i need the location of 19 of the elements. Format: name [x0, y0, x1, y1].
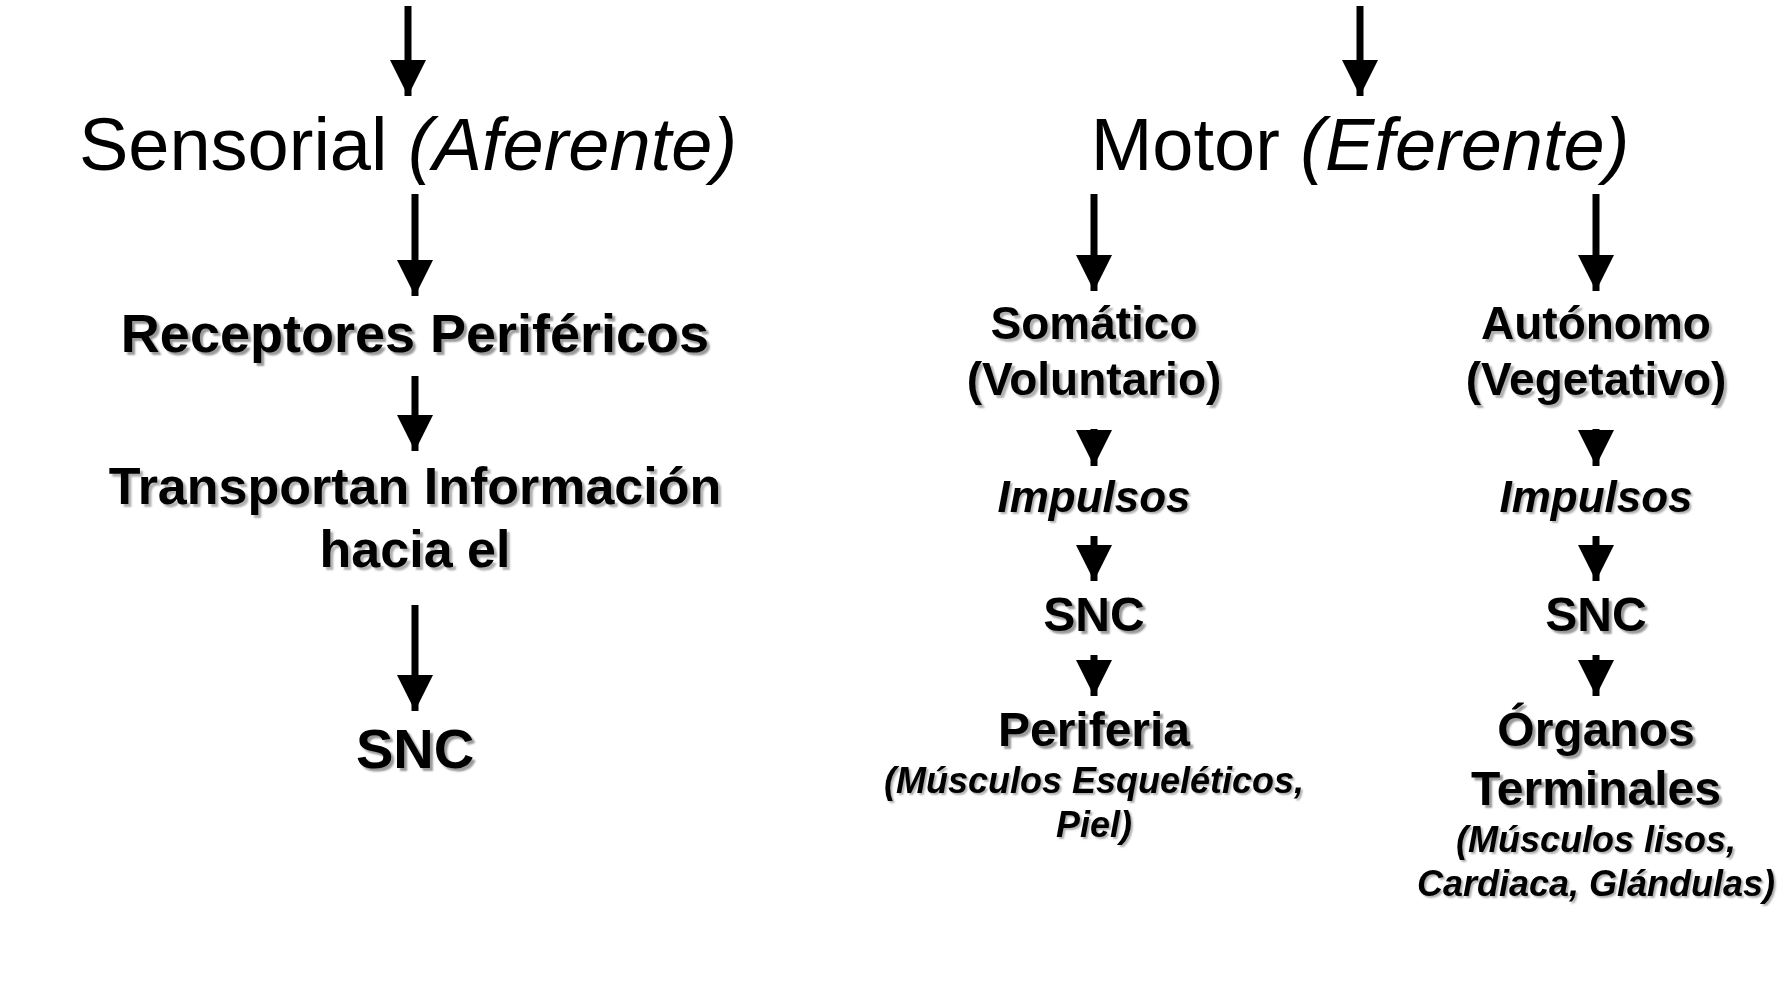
arrow — [1076, 655, 1112, 696]
node-note: (Músculos lisos, Cardiaca, Glándulas) — [1415, 818, 1777, 906]
node-label: Impulsos — [1499, 471, 1693, 523]
node-label: SNC — [355, 716, 475, 782]
node-label: Impulsos — [997, 471, 1191, 523]
node-label: SNC — [1043, 587, 1145, 643]
category-heading: Motor (Eferente) — [1090, 102, 1630, 188]
node-heading: Órganos Terminales — [1470, 701, 1722, 817]
node-label: Somático (Voluntario) — [965, 296, 1223, 407]
node-heading: Periferia — [997, 702, 1191, 758]
arrow — [1076, 429, 1112, 466]
node-note: (Músculos Esqueléticos, Piel) — [882, 759, 1306, 847]
node-label: Autónomo (Vegetativo) — [1464, 296, 1728, 407]
node-label: Receptores Periféricos — [120, 302, 710, 365]
category-heading: Sensorial (Aferente) — [78, 102, 738, 188]
arrow — [1578, 655, 1614, 696]
node-label: SNC — [1545, 587, 1647, 643]
arrow — [1578, 429, 1614, 466]
node-label: Transportan Información hacia el — [107, 456, 723, 580]
